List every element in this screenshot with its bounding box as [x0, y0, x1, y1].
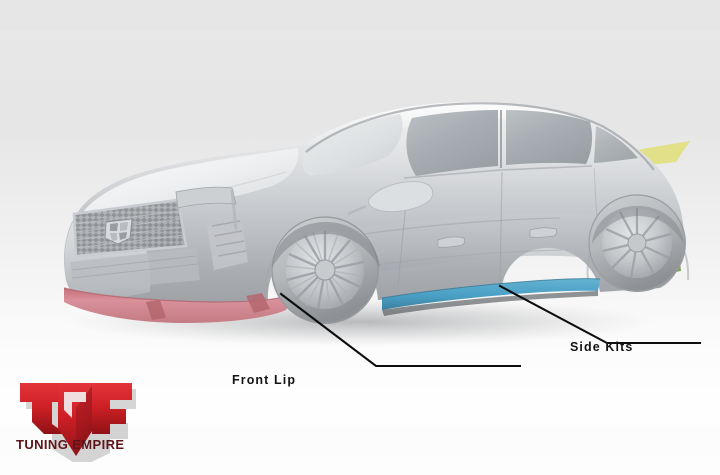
wheel-front: [271, 216, 379, 324]
front-lip-edge: [63, 287, 293, 303]
headlight-vertical-drl: [230, 189, 238, 231]
annotation-label-side-kits: Side Kits: [570, 340, 634, 354]
logo-right-e: [92, 383, 132, 434]
front-lip-highlight: [64, 288, 292, 323]
roofline-trim: [305, 102, 655, 171]
leader-line-front-lip: [279, 292, 522, 368]
leader-line-side-kits: [498, 284, 702, 345]
side-skirt-highlight: [382, 278, 600, 310]
beltline-trim: [403, 165, 593, 179]
mirror-stalk: [347, 204, 367, 216]
rocker-shadow: [382, 291, 598, 316]
brand-wordmark: TUNING EMPIRE: [16, 437, 125, 452]
door-handle-rear: [529, 227, 558, 238]
lip-fin-left: [146, 300, 166, 320]
corner-air-vent: [206, 212, 248, 270]
side-mirror: [368, 181, 434, 212]
logo-center-shade: [76, 383, 94, 456]
front-wheelwell-shadow: [272, 222, 380, 268]
rear-wheelwell-shadow: [592, 206, 684, 244]
side-skirt-edge: [381, 278, 601, 299]
window-quarter: [594, 126, 638, 163]
lower-intake-bars: [71, 255, 199, 279]
annotation-label-front-lip: Front Lip: [232, 373, 297, 387]
tuning-empire-logo-icon: [20, 383, 136, 462]
door-handle-front: [437, 236, 466, 248]
headlight: [175, 186, 237, 209]
door-shutline-rear: [499, 171, 503, 283]
window-rear-door: [506, 110, 593, 165]
windshield: [302, 114, 403, 176]
grille-surround: [72, 198, 188, 258]
window-front-door: [406, 110, 498, 176]
logo-inner-notch: [64, 392, 86, 418]
wheel-rear: [588, 194, 686, 292]
cadillac-crest-icon: [104, 218, 133, 245]
lip-fin-right: [246, 293, 270, 313]
